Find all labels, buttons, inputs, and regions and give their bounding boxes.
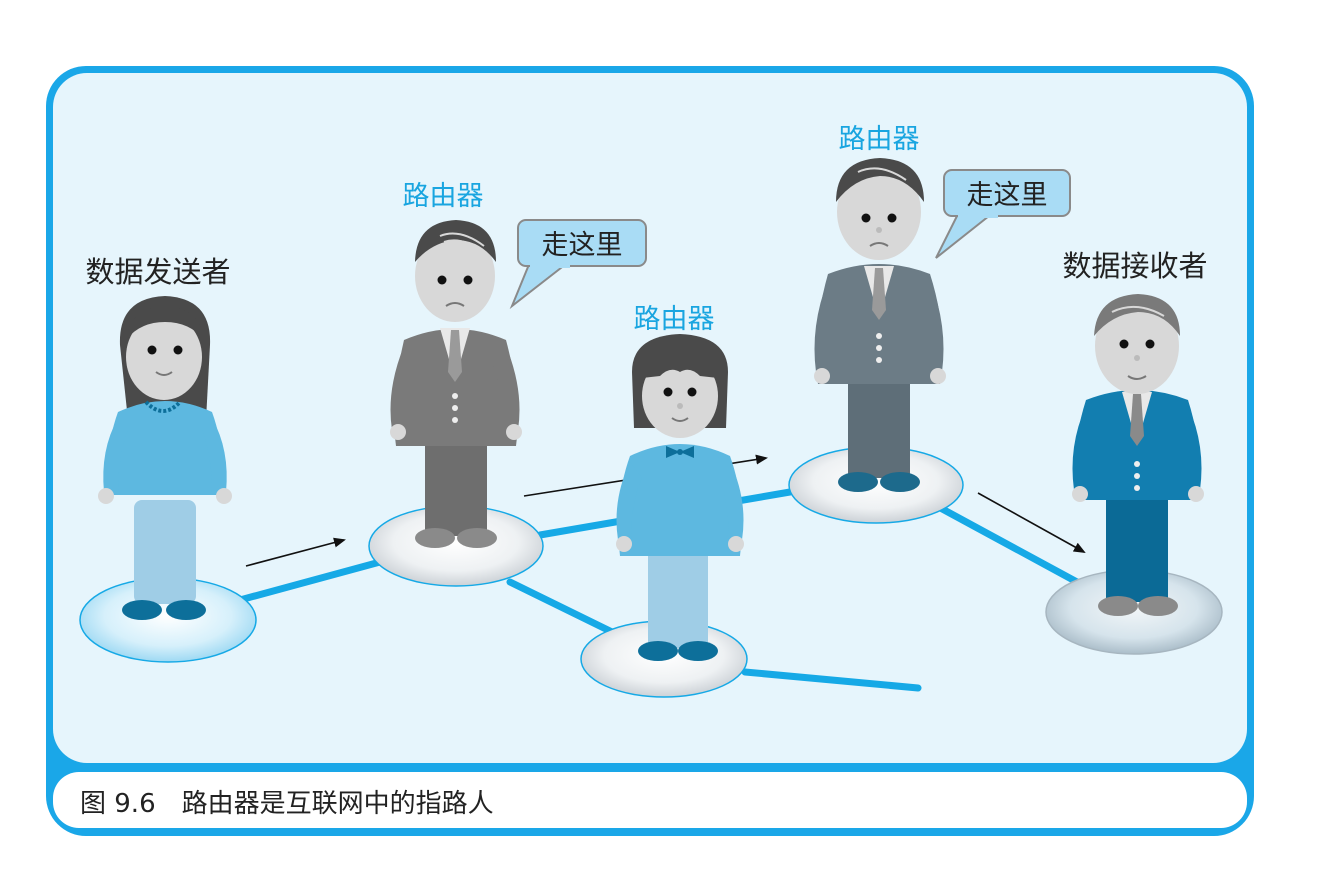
speech-bubble-2: 走这里 [935,169,1071,259]
router1-figure: 路由器 [390,181,522,548]
router1-label: 路由器 [403,181,484,212]
arrow-1 [245,537,346,567]
router3-label: 路由器 [839,124,920,155]
sender-figure: 数据发送者 [85,255,232,620]
bubble1-text: 走这里 [542,230,623,261]
router2-figure: 路由器 [616,304,744,661]
router2-label: 路由器 [634,304,715,335]
router3-figure: 路由器 [814,124,946,492]
bubble2-text: 走这里 [967,180,1048,211]
link-sender-router1 [236,558,384,604]
link-router1-router2 [506,578,616,636]
link-router3-receiver [931,501,1092,592]
speech-bubble-1: 走这里 [509,219,647,310]
receiver-figure: 数据接收者 [1062,249,1208,616]
figure-caption: 图 9.6 路由器是互联网中的指路人 [80,789,494,819]
link-router2-out [741,668,922,692]
receiver-label: 数据接收者 [1062,249,1207,283]
arrow-3 [977,492,1086,553]
sender-label: 数据发送者 [85,255,230,289]
